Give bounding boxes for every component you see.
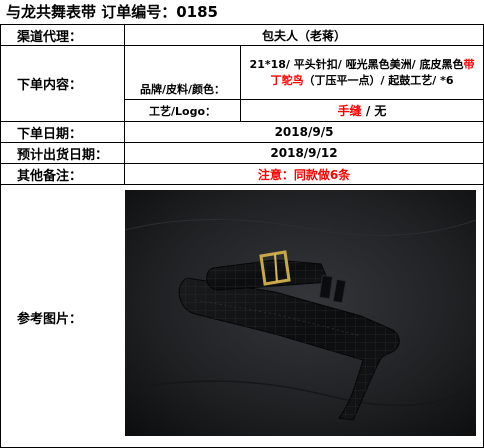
craft-logo-label: 工艺/Logo： [124,99,241,122]
document-title: 与龙共舞表带 订单编号：0185 [6,3,218,21]
row-remarks: 其他备注： 注意：同款做6条 [0,163,484,185]
brand-text-highlight: 带丁鸵鸟 [270,57,475,87]
brand-material-color-value: 21*18/ 平头针扣/ 哑光黑色美洲/ 底皮黑色带丁鸵鸟（丁压平一点）/ 起鼓… [239,45,484,100]
row-order-date: 下单日期： 2018/9/5 [0,121,484,143]
watch-strap-photo-icon [125,190,476,436]
ship-date-label: 预计出货日期： [0,142,125,164]
reference-label: 参考图片： [17,312,83,327]
order-form-table: 渠道代理： 包夫人（老蒋） 下单内容： 品牌/皮料/颜色： 21*18/ 平头针… [0,24,484,448]
order-content-label: 下单内容： [0,45,125,122]
row-reference: 参考图片： [0,184,484,448]
brand-text-before: 21*18/ 平头针扣/ 哑光黑色美洲/ 底皮黑色 [249,57,464,71]
channel-label: 渠道代理： [0,24,125,46]
craft-logo-value: 手缝 / 无 [239,99,484,122]
order-date-label: 下单日期： [0,121,125,143]
brand-material-color-label: 品牌/皮料/颜色： [124,45,241,100]
row-order-content: 下单内容： 品牌/皮料/颜色： 21*18/ 平头针扣/ 哑光黑色美洲/ 底皮黑… [0,45,484,122]
remarks-label: 其他备注： [0,163,125,185]
row-ship-date: 预计出货日期： 2018/9/12 [0,142,484,164]
craft-highlight: 手缝 [337,104,362,118]
craft-after: / 无 [361,104,387,118]
row-craft: 工艺/Logo： 手缝 / 无 [1,99,484,122]
order-date-value: 2018/9/5 [123,121,484,143]
ship-date-value: 2018/9/12 [123,142,484,164]
brand-text-after: （丁压平一点）/ 起鼓工艺/ *6 [303,73,454,87]
channel-value: 包夫人（老蒋） [123,24,484,46]
reference-cell: 参考图片： [0,184,484,448]
remarks-value: 注意：同款做6条 [123,163,484,185]
row-channel: 渠道代理： 包夫人（老蒋） [0,24,484,46]
